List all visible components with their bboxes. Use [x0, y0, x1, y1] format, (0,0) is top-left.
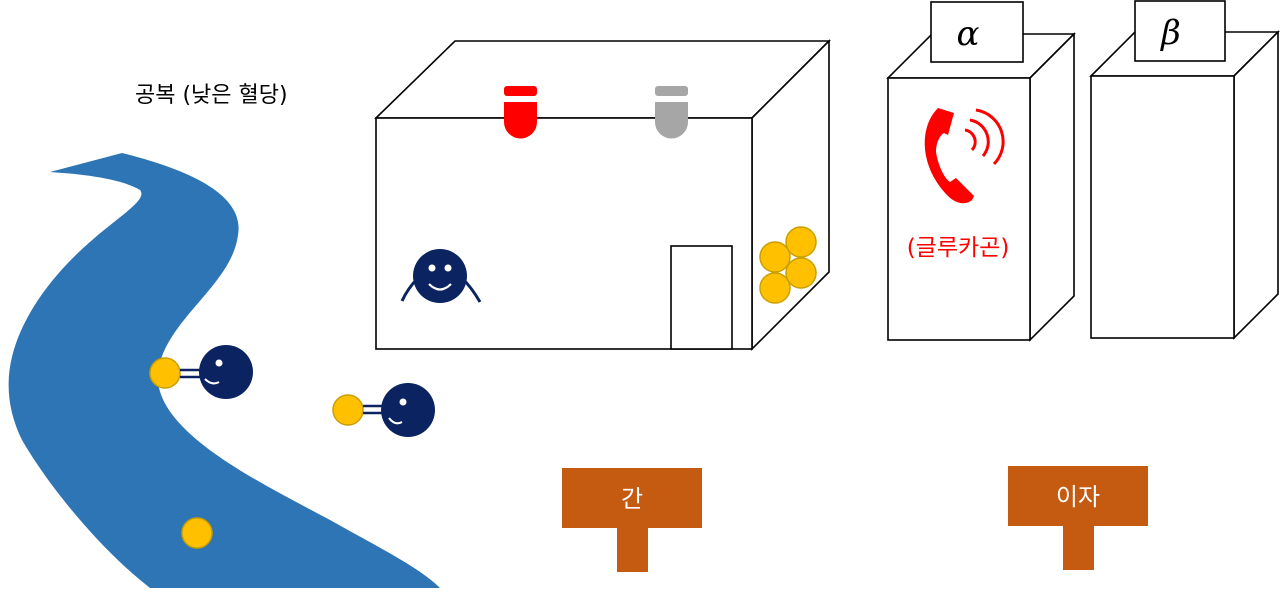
hormone-label: (글루카곤) — [907, 235, 1010, 261]
liver-door — [670, 245, 733, 350]
alpha-label: α — [957, 14, 980, 54]
phone-ringing-icon — [924, 108, 1005, 204]
stored-glucose-cluster — [759, 226, 817, 304]
pancreas-signpost — [1008, 466, 1148, 570]
glucose-in-blood — [181, 517, 213, 549]
liver-signpost — [562, 468, 702, 572]
glucose-carrier-2 — [332, 383, 435, 437]
pancreas-sign-label: 이자 — [1056, 483, 1100, 511]
signal-lamp-gray — [655, 86, 688, 139]
beta-cell-building — [1089, 30, 1280, 340]
liver-worker-character — [400, 249, 482, 303]
blood-vessel — [8, 153, 440, 588]
liver-building — [374, 39, 831, 351]
beta-label: β — [1159, 13, 1181, 53]
liver-sign-label: 간 — [621, 485, 643, 513]
beta-sign-box — [1134, 0, 1226, 62]
signal-lamp-red — [504, 86, 537, 139]
glucose-carrier-1 — [149, 345, 253, 399]
fasting-state-label: 공복 (낮은 혈당) — [135, 83, 288, 108]
alpha-sign-box — [930, 1, 1024, 63]
alpha-cell-building — [886, 32, 1076, 342]
